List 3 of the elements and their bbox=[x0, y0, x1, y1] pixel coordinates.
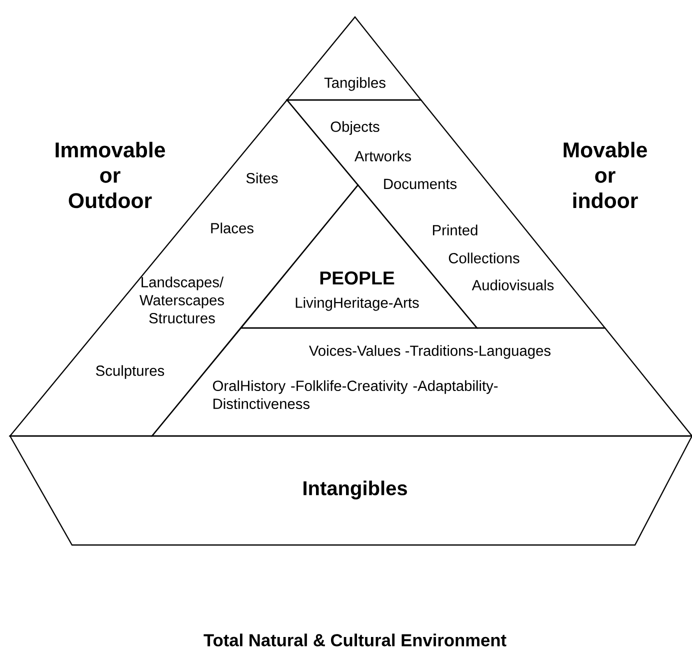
side-heading: Immovable or Outdoor bbox=[56, 142, 165, 208]
side-heading: Movable or indoor bbox=[564, 142, 647, 208]
environment-caption: Total Natural & Cultural Environment bbox=[204, 634, 506, 646]
